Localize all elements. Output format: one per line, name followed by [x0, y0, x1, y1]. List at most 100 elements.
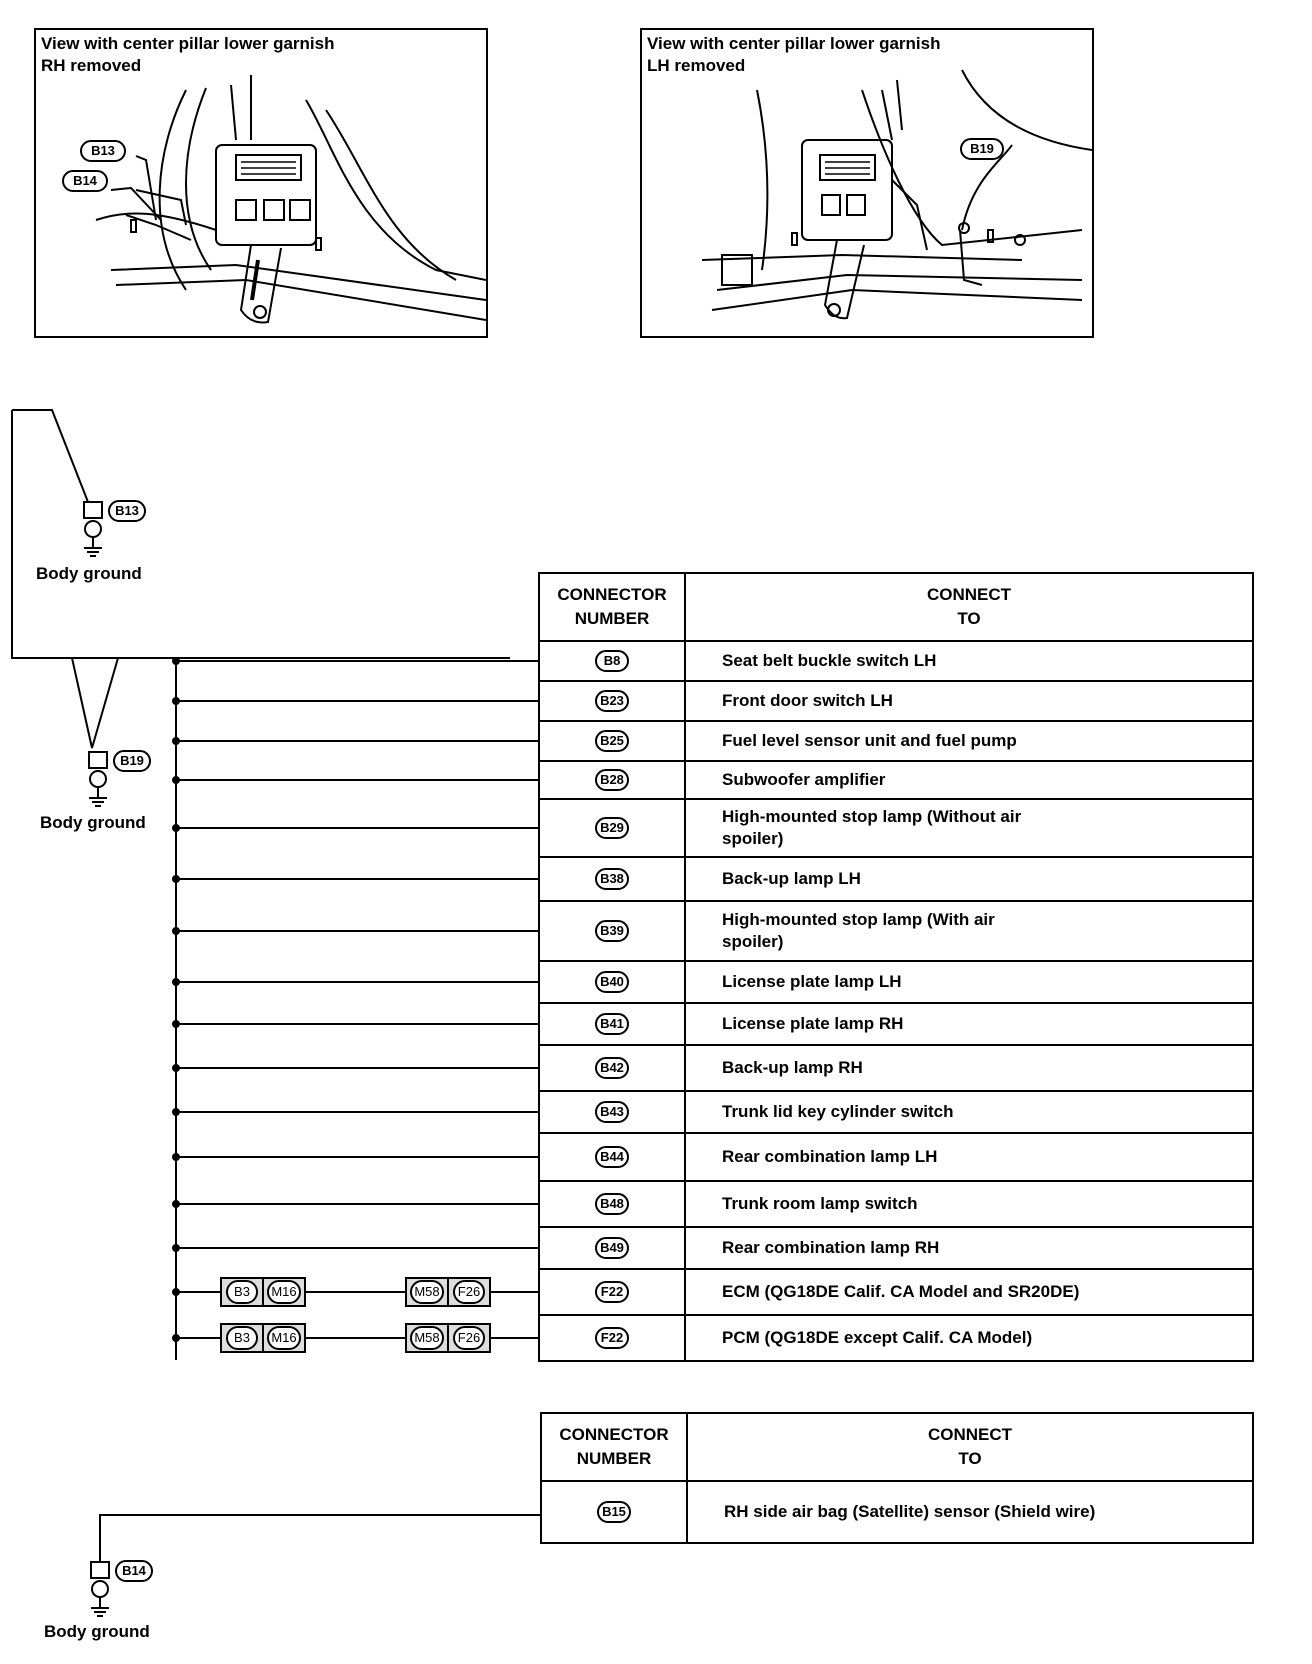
connect-to-cell: Back-up lamp LH: [684, 856, 1254, 902]
connector-number-cell: B29: [538, 798, 686, 858]
splice-dot: [172, 1288, 180, 1296]
connector-table-main: CONNECTOR NUMBER CONNECT TO B8 Seat belt …: [538, 572, 1254, 1362]
connect-to-cell: Subwoofer amplifier: [684, 760, 1254, 800]
callout-b13: B13: [80, 140, 126, 162]
connect-to-label: ECM (QG18DE Calif. CA Model and SR20DE): [722, 1282, 1080, 1301]
splice-dot: [172, 1334, 180, 1342]
connect-to-label: Rear combination lamp LH: [722, 1147, 938, 1166]
callout-b14: B14: [62, 170, 108, 192]
connector-number-cell: B41: [538, 1002, 686, 1046]
table-row: B44 Rear combination lamp LH: [538, 1132, 1254, 1182]
splice-dot: [172, 1064, 180, 1072]
table-row: B25 Fuel level sensor unit and fuel pump: [538, 720, 1254, 762]
connect-to-cell: RH side air bag (Satellite) sensor (Shie…: [686, 1480, 1254, 1544]
connect-to-label: Trunk room lamp switch: [722, 1194, 918, 1213]
connect-to-label: Fuel level sensor unit and fuel pump: [722, 731, 1017, 750]
connector-number-cell: B42: [538, 1044, 686, 1092]
connector-number: B42: [595, 1057, 629, 1079]
splice-dot: [172, 1200, 180, 1208]
connect-to-label: Back-up lamp LH: [722, 869, 861, 888]
splice-dot: [172, 776, 180, 784]
connect-to-cell: License plate lamp RH: [684, 1002, 1254, 1046]
connector-number: B43: [595, 1101, 629, 1123]
junction-b3-m16-ecm: B3 M16: [220, 1277, 306, 1307]
rh-panel-title: View with center pillar lower garnish RH…: [41, 34, 335, 75]
splice-dot: [172, 824, 180, 832]
connector-number-cell: B38: [538, 856, 686, 902]
connect-to-cell: ECM (QG18DE Calif. CA Model and SR20DE): [684, 1268, 1254, 1316]
connect-to-label: Seat belt buckle switch LH: [722, 651, 937, 670]
connector-number-cell: B40: [538, 960, 686, 1004]
connector-number: F22: [595, 1327, 629, 1349]
connector-number: F22: [595, 1281, 629, 1303]
connect-to-cell: High-mounted stop lamp (Without air spoi…: [684, 798, 1254, 858]
connector-number: B38: [595, 868, 629, 890]
table-row: B23 Front door switch LH: [538, 680, 1254, 722]
rh-pillar-view-panel: View with center pillar lower garnish RH…: [34, 28, 488, 338]
connect-to-cell: Rear combination lamp RH: [684, 1226, 1254, 1270]
connect-to-cell: High-mounted stop lamp (With air spoiler…: [684, 900, 1254, 962]
connector-number-cell: B28: [538, 760, 686, 800]
splice-dot: [172, 875, 180, 883]
connect-to-label: High-mounted stop lamp (Without air spoi…: [722, 807, 1022, 848]
connector-number-cell: B48: [538, 1180, 686, 1228]
connector-number: B41: [595, 1013, 629, 1035]
splice-dot: [172, 697, 180, 705]
table-row: B49 Rear combination lamp RH: [538, 1226, 1254, 1270]
connector-number-cell: B44: [538, 1132, 686, 1182]
splice-dot: [172, 1153, 180, 1161]
table-row: B29 High-mounted stop lamp (Without air s…: [538, 798, 1254, 858]
connector-number-cell: B15: [540, 1480, 688, 1544]
connector-number: B44: [595, 1146, 629, 1168]
wire-b19-ground: [71, 657, 119, 749]
connect-to-cell: Trunk lid key cylinder switch: [684, 1090, 1254, 1134]
junction-b3: B3: [226, 1326, 258, 1350]
connect-to-label: Front door switch LH: [722, 691, 893, 710]
ground-symbol-b13: [83, 501, 103, 557]
connector-number: B23: [595, 690, 629, 712]
table-row: F22 ECM (QG18DE Calif. CA Model and SR20D…: [538, 1268, 1254, 1316]
header-connector-number: CONNECTOR NUMBER: [538, 572, 686, 642]
table-row: B28 Subwoofer amplifier: [538, 760, 1254, 800]
connect-to-label: Trunk lid key cylinder switch: [722, 1102, 954, 1121]
connector-number-cell: B8: [538, 640, 686, 682]
connector-number-cell: B23: [538, 680, 686, 722]
connect-to-label: Rear combination lamp RH: [722, 1238, 940, 1257]
connector-number: B39: [595, 920, 629, 942]
ground-b14-connector: B14: [115, 1560, 153, 1582]
connector-number-cell: F22: [538, 1268, 686, 1316]
junction-m16: M16: [267, 1280, 301, 1304]
lh-pillar-illustration: [701, 69, 1092, 320]
connector-number: B8: [595, 650, 629, 672]
connector-number: B29: [595, 817, 629, 839]
table-row: B41 License plate lamp RH: [538, 1002, 1254, 1046]
connect-to-label: PCM (QG18DE except Calif. CA Model): [722, 1328, 1033, 1347]
splice-dot: [172, 1244, 180, 1252]
connect-to-label: High-mounted stop lamp (With air spoiler…: [722, 910, 995, 951]
junction-f26: F26: [453, 1326, 485, 1350]
ground-b13-connector: B13: [108, 500, 146, 522]
header-connect-to: CONNECT TO: [686, 1412, 1254, 1482]
connect-to-cell: Fuel level sensor unit and fuel pump: [684, 720, 1254, 762]
table-row: B38 Back-up lamp LH: [538, 856, 1254, 902]
ground-b14-label: Body ground: [44, 1622, 150, 1641]
table-row: B43 Trunk lid key cylinder switch: [538, 1090, 1254, 1134]
header-connect-to: CONNECT TO: [684, 572, 1254, 642]
connect-to-cell: Seat belt buckle switch LH: [684, 640, 1254, 682]
connector-number-cell: B49: [538, 1226, 686, 1270]
splice-dot: [172, 978, 180, 986]
table-row: B48 Trunk room lamp switch: [538, 1180, 1254, 1228]
connect-to-cell: Back-up lamp RH: [684, 1044, 1254, 1092]
ground-symbol-b19: [88, 751, 108, 807]
connector-number-cell: B39: [538, 900, 686, 962]
wire-b13-ground: [12, 409, 89, 503]
connect-to-cell: License plate lamp LH: [684, 960, 1254, 1004]
junction-m58-f26-pcm: M58 F26: [405, 1323, 491, 1353]
connect-to-label: Subwoofer amplifier: [722, 770, 886, 789]
splice-dot: [172, 1108, 180, 1116]
connect-to-cell: Rear combination lamp LH: [684, 1132, 1254, 1182]
junction-m58: M58: [410, 1326, 444, 1350]
connector-number: B25: [595, 730, 629, 752]
